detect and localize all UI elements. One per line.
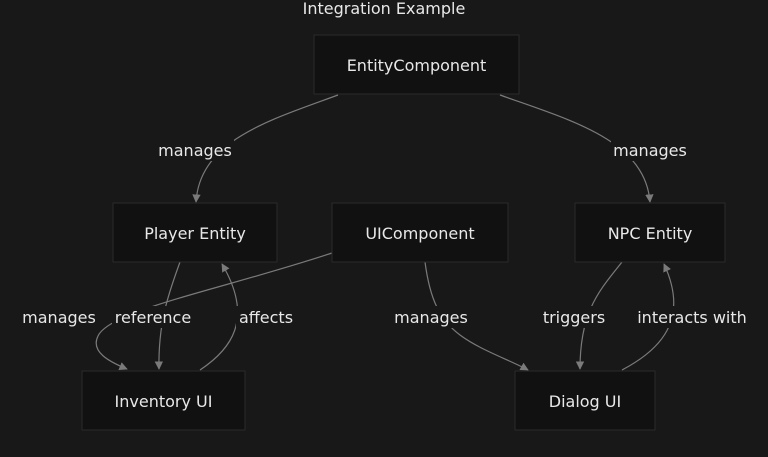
svg-text:manages: manages xyxy=(613,141,687,160)
svg-text:affects: affects xyxy=(239,308,293,327)
edge-label-player-inventory: reference xyxy=(112,306,194,328)
svg-text:manages: manages xyxy=(158,141,232,160)
edge-ec-player xyxy=(192,94,339,203)
edge-label-ui-dialog: manages xyxy=(392,306,470,328)
edge-ui-dialog xyxy=(424,261,529,371)
svg-text:Dialog UI: Dialog UI xyxy=(549,392,621,411)
edge-label-ec-player: manages xyxy=(156,139,234,161)
svg-text:manages: manages xyxy=(22,308,96,327)
edge-npc-dialog xyxy=(575,261,623,370)
node-entity-component[interactable]: EntityComponent xyxy=(313,34,520,95)
edge-label-ec-npc: manages xyxy=(611,139,689,161)
svg-text:manages: manages xyxy=(394,308,468,327)
node-inventory-ui[interactable]: Inventory UI xyxy=(81,370,246,431)
svg-text:reference: reference xyxy=(115,308,191,327)
edge-ec-npc xyxy=(499,94,654,203)
svg-text:NPC Entity: NPC Entity xyxy=(608,224,693,243)
svg-text:Inventory UI: Inventory UI xyxy=(115,392,213,411)
edge-label-ui-inventory: manages xyxy=(20,306,98,328)
edge-label-dialog-npc: interacts with xyxy=(636,306,748,328)
svg-text:UIComponent: UIComponent xyxy=(365,224,474,243)
svg-text:Player Entity: Player Entity xyxy=(144,224,246,243)
edge-inventory-player xyxy=(199,263,239,371)
diagram-title: Integration Example xyxy=(303,0,466,18)
node-dialog-ui[interactable]: Dialog UI xyxy=(514,370,656,431)
edge-label-inventory-player: affects xyxy=(236,306,296,328)
svg-text:interacts with: interacts with xyxy=(637,308,747,327)
svg-text:EntityComponent: EntityComponent xyxy=(347,56,487,75)
node-player-entity[interactable]: Player Entity xyxy=(112,202,278,263)
edge-dialog-npc xyxy=(621,263,675,371)
edge-label-npc-dialog: triggers xyxy=(540,306,608,328)
svg-text:triggers: triggers xyxy=(543,308,605,327)
node-ui-component[interactable]: UIComponent xyxy=(331,202,509,263)
node-npc-entity[interactable]: NPC Entity xyxy=(574,202,726,263)
